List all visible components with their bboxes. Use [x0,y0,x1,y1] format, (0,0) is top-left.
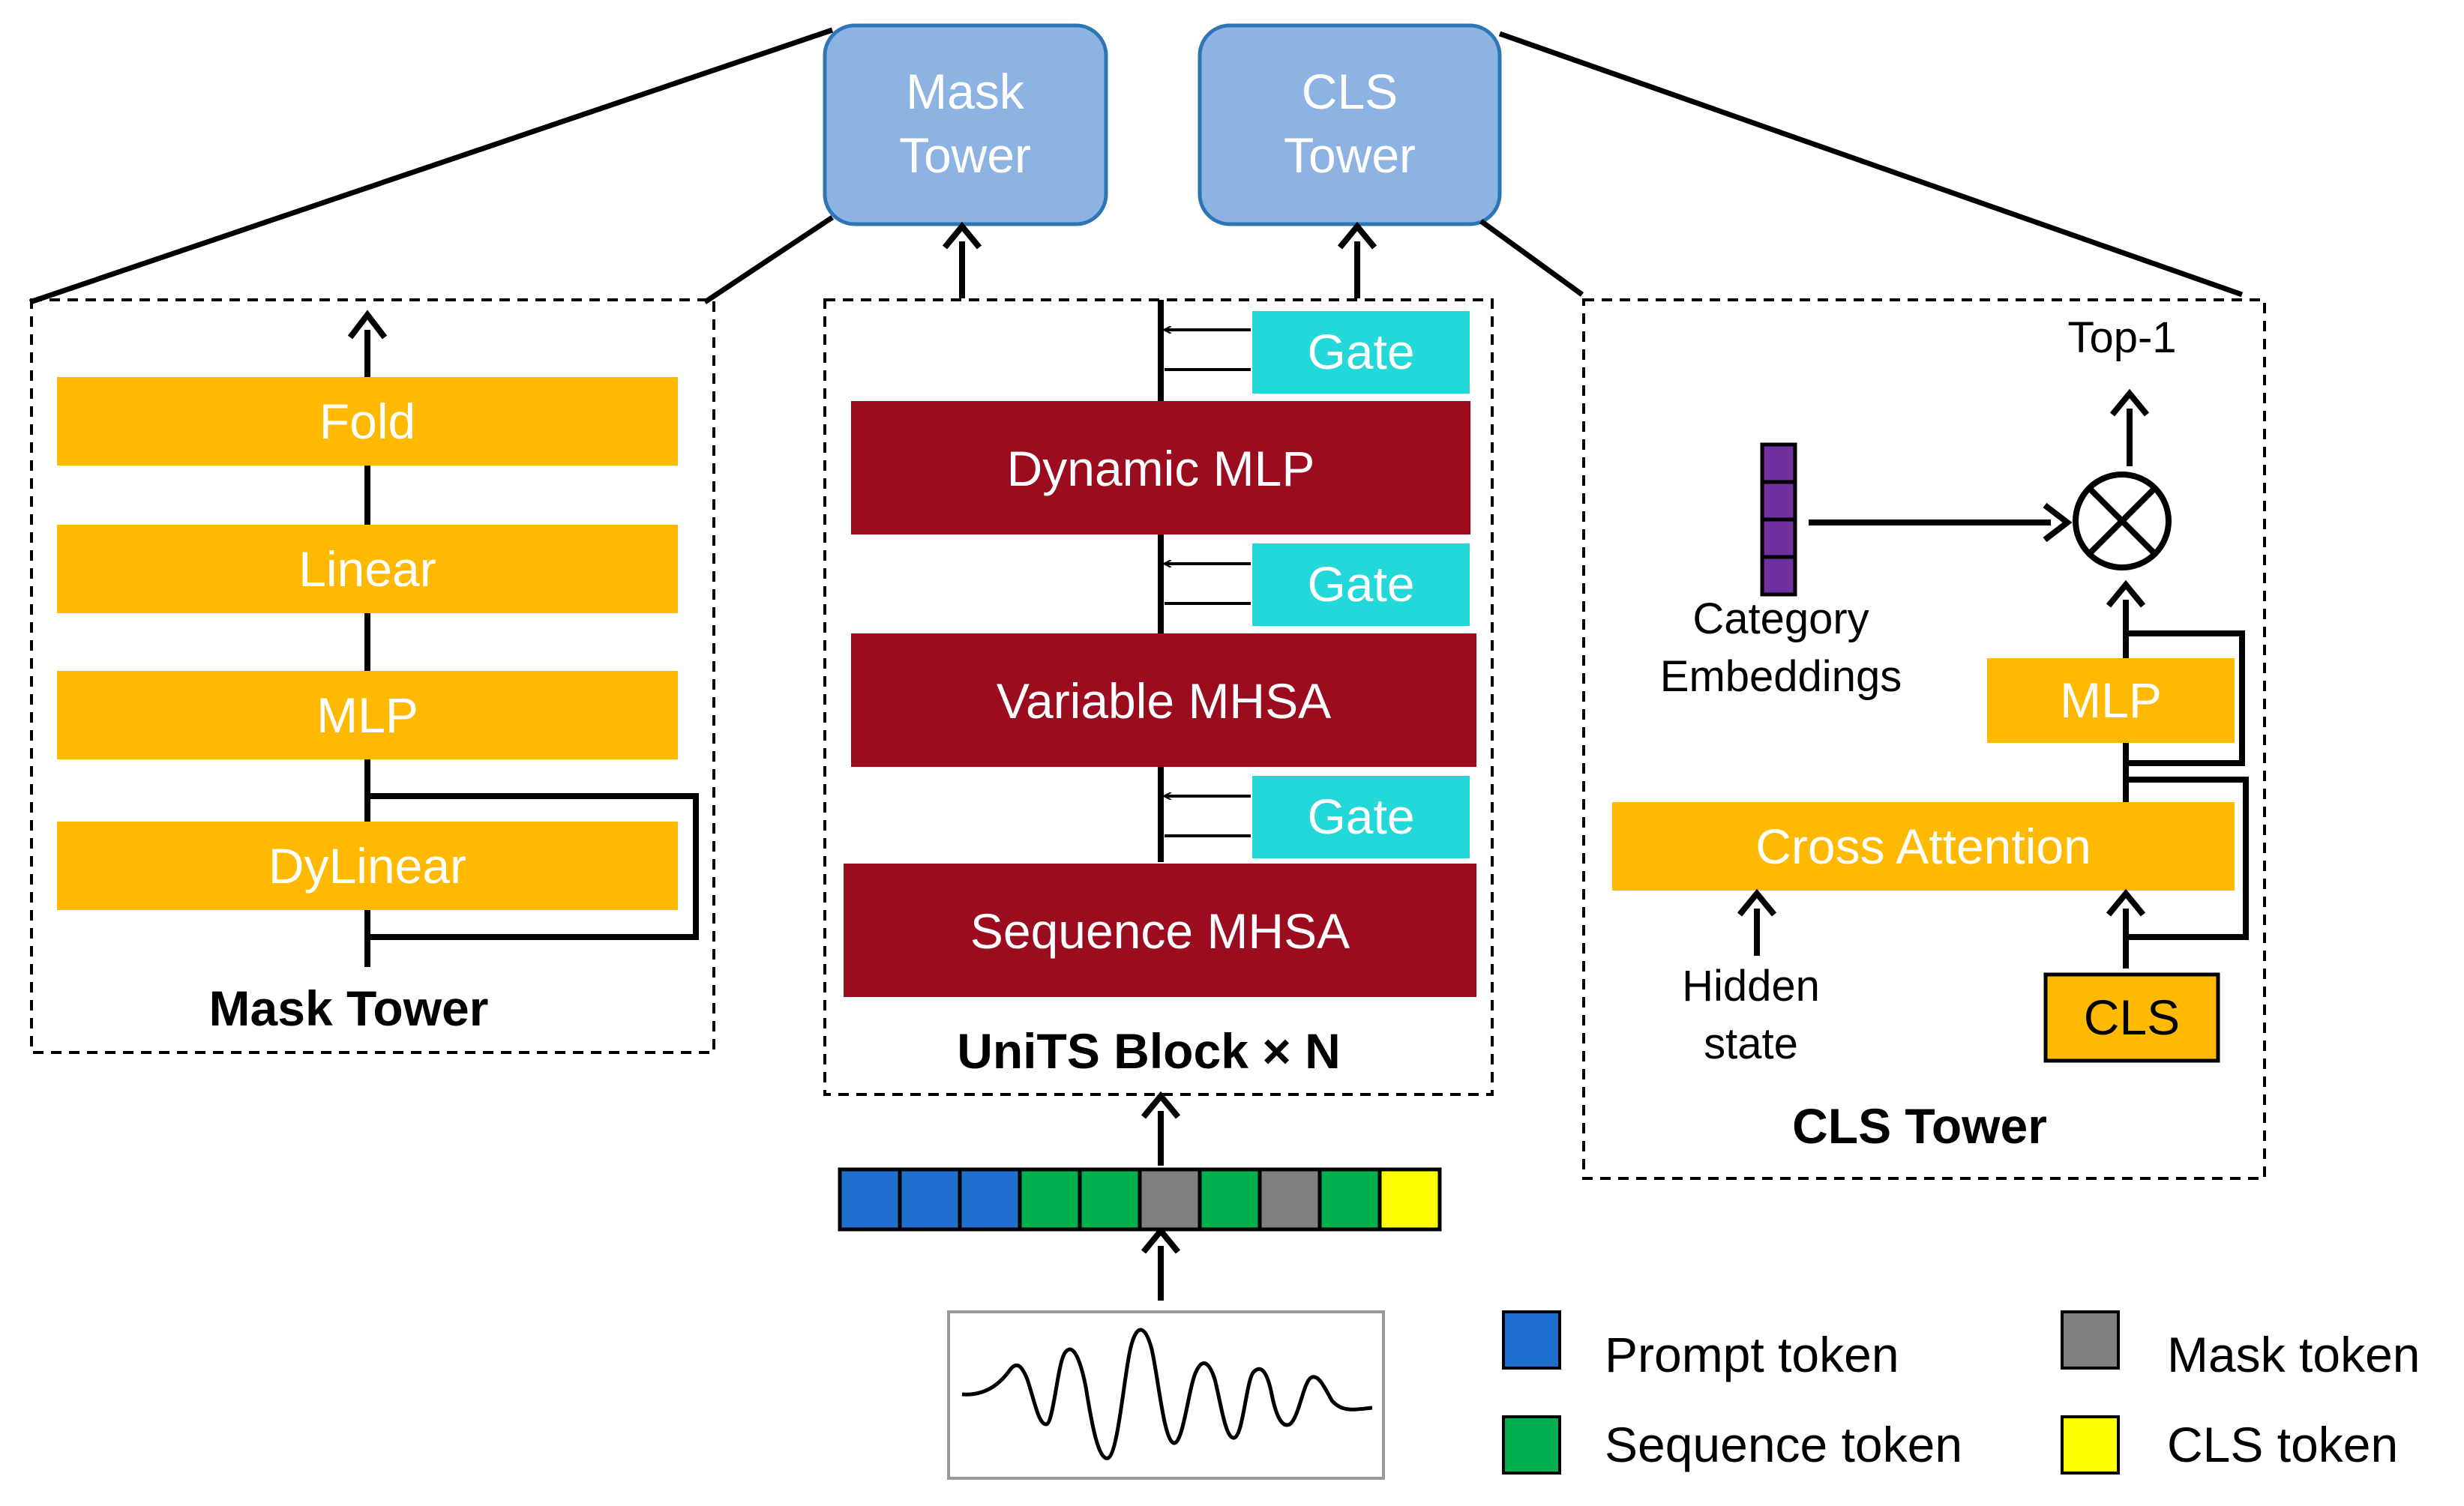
legend-prompt-label: Prompt token [1605,1327,1899,1382]
cls-tower-panel: Top-1 Category Embeddings MLP [1582,298,2266,1180]
mask-tower-panel: Fold Linear MLP DyLinear Mask Tower [30,298,715,1054]
category-embedding-vector [1760,442,1797,597]
prompt-token [958,1167,1022,1232]
legend-mask-swatch [2061,1310,2120,1370]
units-block-title: UniTS Block × N [957,1023,1341,1079]
cls-token-box [2043,972,2220,1063]
fold-label: Fold [319,394,415,449]
signal-waveform [947,1310,1385,1480]
multiply-icon [2073,472,2172,570]
mask-tower-top-label-2: Tower [899,127,1031,183]
category-embeddings-label-1: Category [1692,594,1869,643]
legend: Prompt token Sequence token Mask token C… [1502,1310,2420,1475]
gate-3-label: Gate [1307,789,1414,844]
variable-mhsa-block [851,633,1476,767]
gate-3 [1252,776,1470,858]
dynamic-mlp-label: Dynamic MLP [1007,441,1315,496]
prompt-token [838,1167,902,1232]
dylinear-label: DyLinear [268,838,466,894]
cls-tower-top-label-1: CLS [1302,64,1398,119]
mlp-block [57,671,678,759]
legend-cls-swatch [2061,1415,2120,1475]
cls-tower-panel-title: CLS Tower [1792,1098,2047,1154]
units-block-panel: Gate Dynamic MLP Gate Variable MHSA Gate… [823,298,1494,1096]
sequence-token [1198,1167,1262,1232]
cls-tower-top-label-2: Tower [1284,127,1416,183]
dylinear-block [57,822,678,910]
sequence-token [1317,1167,1382,1232]
mask-tower-top-label-1: Mask [906,64,1025,119]
cls-token-label: CLS [2084,990,2180,1045]
mask-token [1138,1167,1202,1232]
hidden-state-label-1: Hidden [1682,962,1820,1010]
dynamic-mlp-block [851,401,1470,534]
sequence-mhsa-block [844,864,1476,997]
top1-label: Top-1 [2067,313,2176,362]
sequence-mhsa-label: Sequence MHSA [970,903,1350,959]
hidden-state-label-2: state [1704,1019,1798,1068]
zoom-lines [28,27,2244,305]
gate-2-label: Gate [1307,556,1414,612]
gate-1 [1252,311,1470,394]
tower-arrows [942,221,1377,298]
linear-block [57,525,678,613]
mask-tower-panel-title: Mask Tower [209,981,489,1036]
linear-label: Linear [298,541,436,597]
legend-cls-label: CLS token [2167,1417,2398,1472]
cls-mlp-label: MLP [2060,672,2162,728]
gate-1-label: Gate [1307,324,1414,379]
sequence-token [1078,1167,1142,1232]
sequence-token [1018,1167,1082,1232]
mask-token [1257,1167,1322,1232]
cross-attention-block [1612,802,2235,891]
category-embeddings-label-2: Embeddings [1660,652,1902,701]
token-sequence [838,1167,1442,1232]
gate-2 [1252,543,1470,626]
fold-block [57,377,678,466]
variable-mhsa-label: Variable MHSA [997,673,1331,729]
cross-attention-label: Cross Attention [1755,819,2091,874]
legend-mask-label: Mask token [2167,1327,2420,1382]
legend-sequence-swatch [1502,1415,1561,1475]
mask-tower-top-box: Mask Tower [823,23,1108,226]
mlp-label: MLP [316,687,418,743]
legend-prompt-swatch [1502,1310,1561,1370]
prompt-token [898,1167,962,1232]
legend-sequence-label: Sequence token [1605,1417,1962,1472]
cls-token [1377,1167,1442,1232]
cls-tower-top-box: CLS Tower [1198,23,1502,226]
cls-mlp-block [1987,658,2235,743]
